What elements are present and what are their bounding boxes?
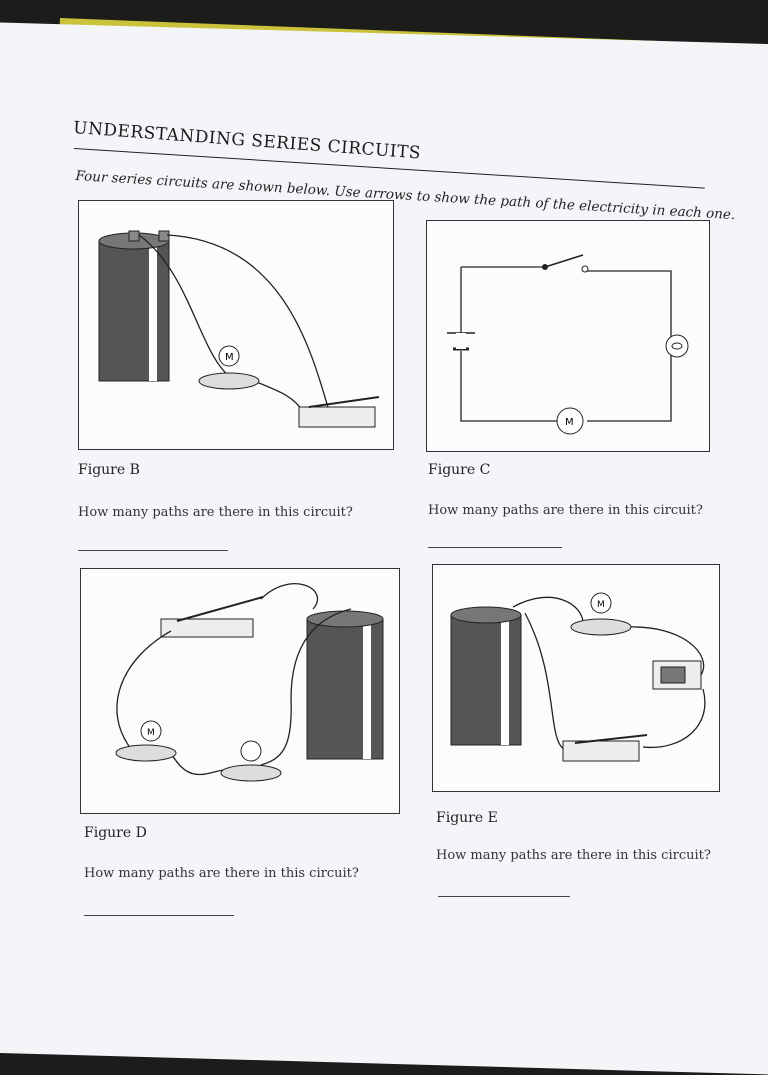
bulb-icon: M bbox=[570, 592, 632, 636]
cell-symbol bbox=[447, 332, 475, 351]
figure-b-diagram: M bbox=[78, 200, 394, 450]
figure-e-diagram: M bbox=[432, 564, 720, 792]
bulb-icon: M bbox=[198, 345, 260, 390]
bulb-icon bbox=[220, 740, 282, 782]
svg-text:M: M bbox=[597, 600, 605, 610]
svg-text:M: M bbox=[565, 417, 574, 428]
battery-icon bbox=[306, 610, 384, 760]
figure-c-question: How many paths are there in this circuit… bbox=[428, 503, 703, 518]
svg-text:M: M bbox=[147, 728, 155, 738]
figure-d-diagram: M bbox=[80, 568, 400, 814]
figure-b-answer-line[interactable] bbox=[78, 550, 228, 551]
figure-e-question: How many paths are there in this circuit… bbox=[436, 848, 711, 863]
battery-icon bbox=[98, 230, 170, 382]
bulb-icon: M bbox=[115, 720, 177, 762]
figure-d-caption: Figure D bbox=[84, 825, 147, 841]
figure-e-answer-line[interactable] bbox=[438, 896, 570, 897]
worksheet-title: UNDERSTANDING SERIES CIRCUITS bbox=[72, 118, 422, 164]
battery-icon bbox=[450, 606, 522, 746]
switch-icon bbox=[160, 596, 264, 638]
worksheet-page: UNDERSTANDING SERIES CIRCUITS Four serie… bbox=[72, 118, 720, 916]
figure-b-question: How many paths are there in this circuit… bbox=[78, 505, 353, 520]
figure-c-caption: Figure C bbox=[428, 462, 491, 478]
motor-symbol: M bbox=[556, 407, 584, 435]
motor-icon bbox=[652, 660, 702, 690]
switch-icon bbox=[298, 396, 380, 428]
figure-c-answer-line[interactable] bbox=[428, 547, 562, 548]
switch-symbol bbox=[542, 254, 589, 273]
figure-b-caption: Figure B bbox=[78, 462, 140, 478]
switch-icon bbox=[562, 734, 648, 762]
figure-e-caption: Figure E bbox=[436, 810, 498, 826]
figure-d-question: How many paths are there in this circuit… bbox=[84, 866, 359, 881]
figure-c-diagram: M bbox=[426, 220, 710, 452]
lamp-symbol bbox=[665, 334, 689, 358]
figure-d-answer-line[interactable] bbox=[84, 915, 234, 916]
svg-text:M: M bbox=[225, 352, 234, 363]
